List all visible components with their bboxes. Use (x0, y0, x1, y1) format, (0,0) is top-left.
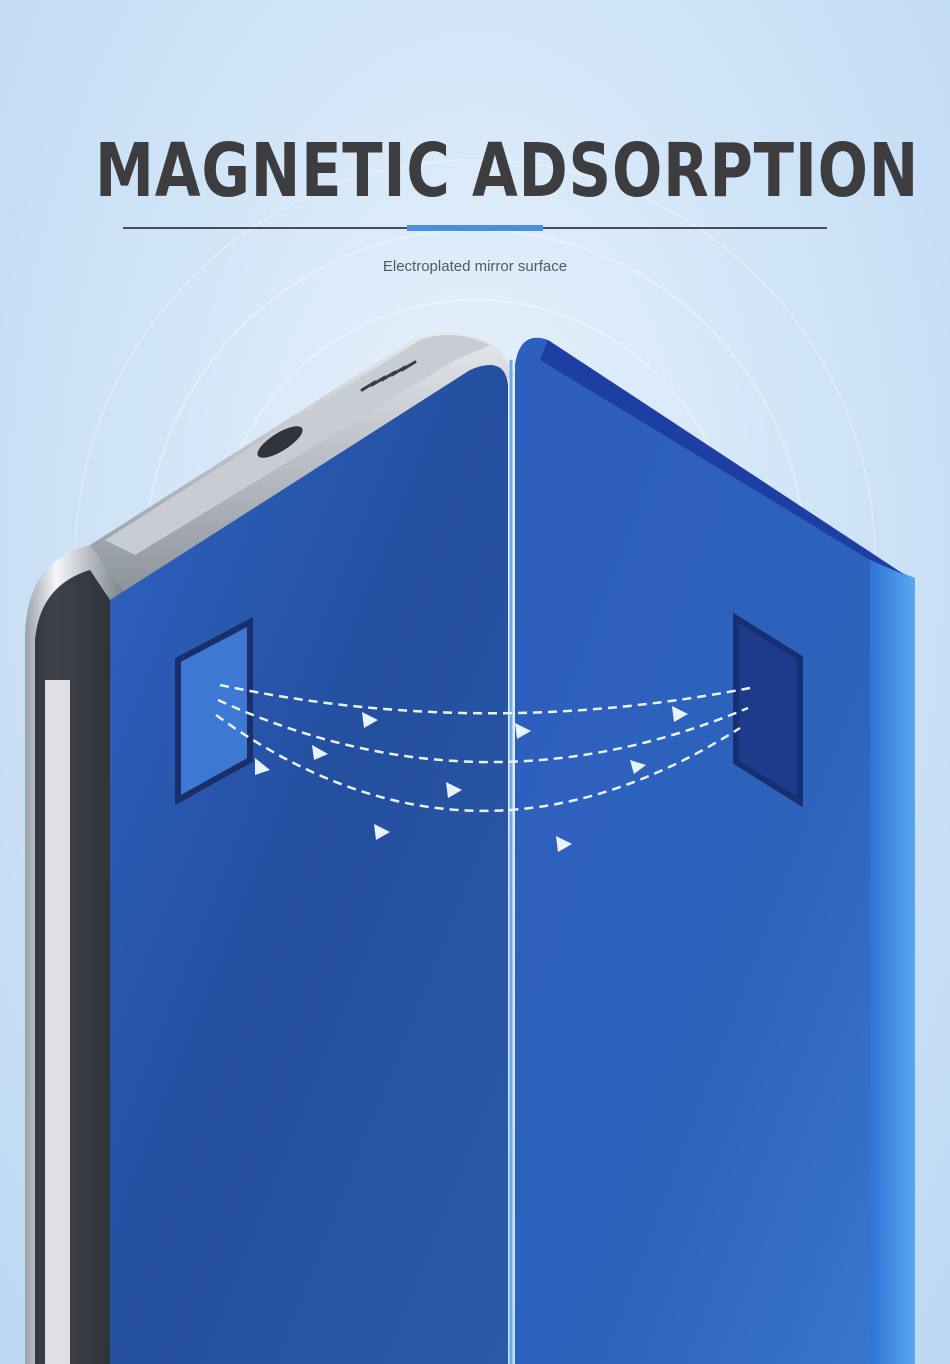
phone-top-edge (105, 335, 490, 555)
right-cover-edge (870, 560, 915, 1364)
magnetic-field-lines (215, 683, 751, 813)
page-title: MAGNETIC ADSORPTION (95, 128, 920, 214)
usb-port (257, 426, 303, 458)
page-subtitle: Electroplated mirror surface (382, 258, 568, 275)
right-cover (515, 337, 905, 1364)
phone-frame-highlight (45, 680, 70, 1364)
field-arrowheads (255, 706, 688, 852)
speaker-grille (360, 360, 417, 392)
title-divider-accent (407, 225, 543, 231)
left-cover (110, 365, 508, 1364)
left-magnet (175, 617, 253, 806)
right-cover-top-band (540, 340, 905, 575)
phone-frame-top (90, 332, 515, 600)
